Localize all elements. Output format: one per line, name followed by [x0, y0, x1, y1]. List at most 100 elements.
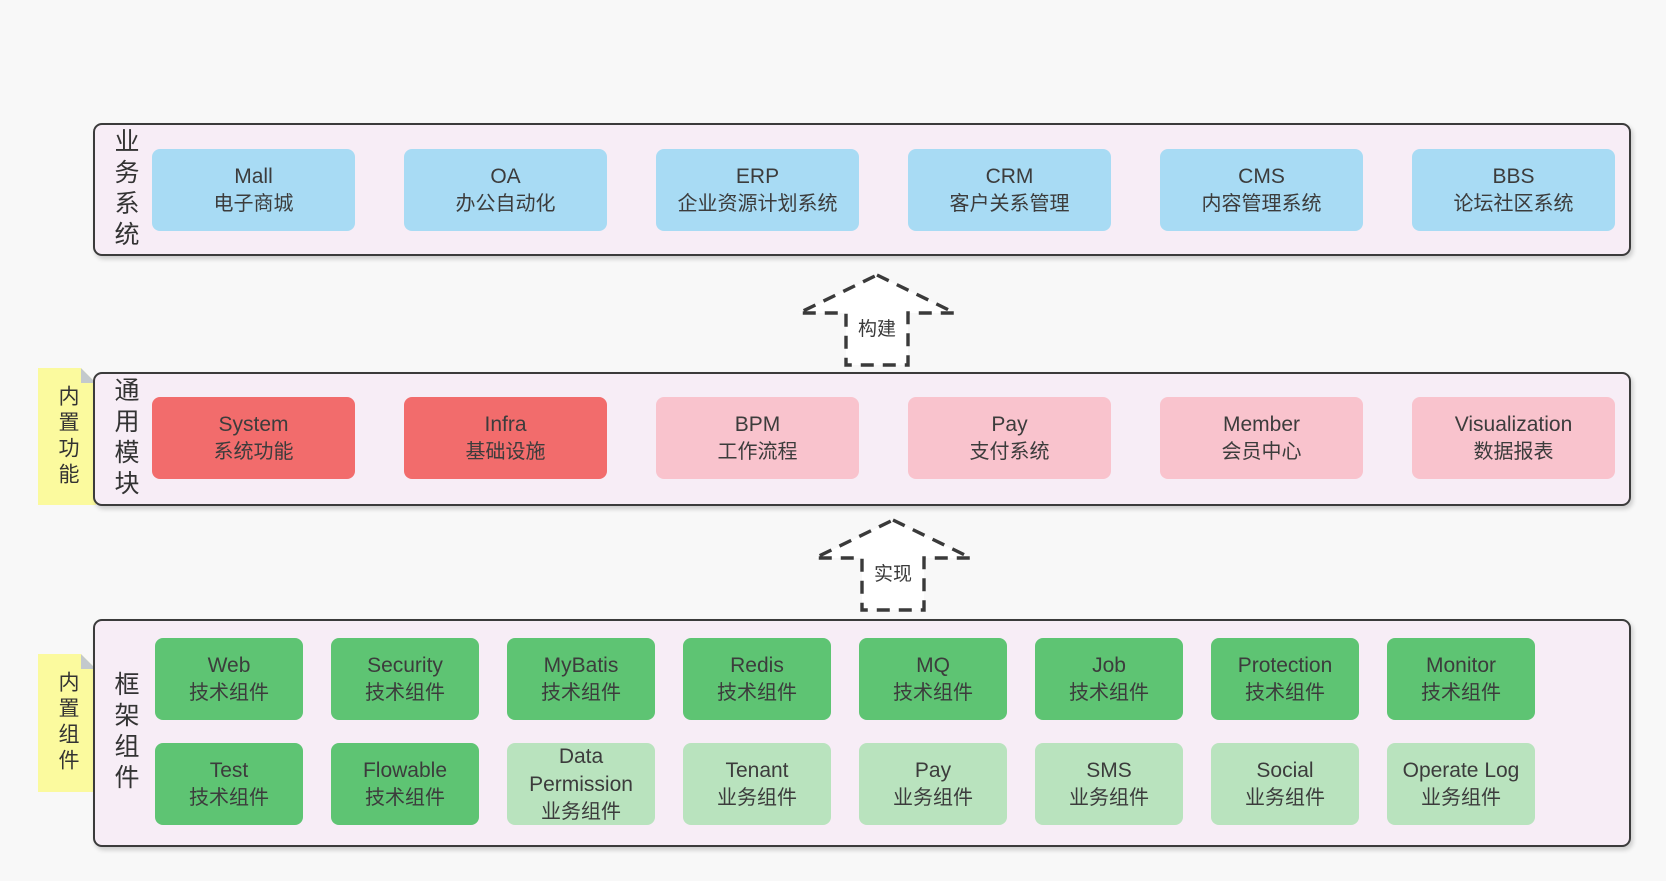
sticky-note-text: 内置组件 — [56, 671, 79, 775]
common-modules-row: System 系统功能 Infra 基础设施 BPM 工作流程 Pay 支付系统… — [152, 397, 1615, 479]
box-member: Member 会员中心 — [1160, 397, 1363, 479]
box-subtitle: 业务组件 — [717, 786, 797, 809]
box-pay: Pay 支付系统 — [908, 397, 1111, 479]
sticky-note-text: 内置功能 — [56, 384, 79, 489]
box-subtitle: 业务组件 — [1069, 786, 1149, 809]
box-subtitle: 技术组件 — [717, 681, 797, 704]
box-subtitle: 业务组件 — [1421, 786, 1501, 809]
box-title: Social — [1256, 758, 1314, 782]
box-subtitle: 客户关系管理 — [949, 192, 1070, 215]
box-subtitle: 论坛社区系统 — [1453, 192, 1574, 215]
implement-arrow-label: 实现 — [874, 563, 912, 585]
box-subtitle: 技术组件 — [189, 681, 269, 704]
sticky-note-builtin-components: 内置组件 — [38, 654, 96, 792]
box-mall: Mall 电子商城 — [152, 149, 355, 231]
box-title: Test — [209, 758, 249, 782]
box-title: Pay — [991, 412, 1028, 436]
box-title: Redis — [730, 653, 784, 677]
box-title: Data Permission — [529, 745, 633, 796]
business-systems-row: Mall 电子商城 OA 办公自动化 ERP 企业资源计划系统 CRM 客户关系… — [152, 149, 1615, 231]
box-redis: Redis 技术组件 — [683, 638, 831, 720]
box-subtitle: 技术组件 — [189, 786, 269, 809]
box-cms: CMS 内容管理系统 — [1160, 149, 1363, 231]
box-title: System — [218, 412, 289, 436]
box-flowable: Flowable 技术组件 — [331, 743, 479, 825]
layer-business-systems: 业务系统 Mall 电子商城 OA 办公自动化 ERP 企业资源计划系统 CRM… — [93, 123, 1631, 256]
box-operate-log: Operate Log 业务组件 — [1387, 743, 1535, 825]
box-oa: OA 办公自动化 — [404, 149, 607, 231]
implement-arrow-icon: 实现 — [814, 518, 972, 612]
box-tenant: Tenant 业务组件 — [683, 743, 831, 825]
box-title: BBS — [1492, 164, 1535, 188]
box-subtitle: 技术组件 — [365, 681, 445, 704]
box-title: MyBatis — [543, 653, 619, 677]
box-subtitle: 系统功能 — [213, 440, 294, 463]
box-infra: Infra 基础设施 — [404, 397, 607, 479]
box-subtitle: 业务组件 — [893, 786, 973, 809]
box-subtitle: 技术组件 — [365, 786, 445, 809]
box-subtitle: 技术组件 — [1245, 681, 1325, 704]
box-crm: CRM 客户关系管理 — [908, 149, 1111, 231]
box-title: Protection — [1237, 653, 1333, 677]
box-subtitle: 支付系统 — [969, 440, 1050, 463]
box-subtitle: 技术组件 — [1069, 681, 1149, 704]
box-title: Web — [207, 653, 251, 677]
box-subtitle: 会员中心 — [1221, 440, 1302, 463]
box-protection: Protection 技术组件 — [1211, 638, 1359, 720]
box-subtitle: 技术组件 — [541, 681, 621, 704]
box-title: Visualization — [1454, 412, 1573, 436]
box-sms: SMS 业务组件 — [1035, 743, 1183, 825]
box-subtitle: 基础设施 — [465, 440, 546, 463]
box-title: Infra — [484, 412, 527, 436]
box-job: Job 技术组件 — [1035, 638, 1183, 720]
layer-common-modules: 通用模块 System 系统功能 Infra 基础设施 BPM 工作流程 Pay… — [93, 372, 1631, 506]
box-title: Operate Log — [1402, 758, 1520, 782]
box-subtitle: 内容管理系统 — [1201, 192, 1322, 215]
box-monitor: Monitor 技术组件 — [1387, 638, 1535, 720]
box-subtitle: 数据报表 — [1473, 440, 1554, 463]
box-title: OA — [490, 164, 521, 188]
box-subtitle: 业务组件 — [1245, 786, 1325, 809]
box-title: CRM — [985, 164, 1034, 188]
box-subtitle: 业务组件 — [541, 800, 621, 823]
box-visualization: Visualization 数据报表 — [1412, 397, 1615, 479]
sticky-note-builtin-features: 内置功能 — [38, 368, 96, 505]
layer-label-common-modules: 通用模块 — [111, 377, 139, 501]
box-title: Monitor — [1425, 653, 1497, 677]
box-subtitle: 技术组件 — [1421, 681, 1501, 704]
layer-framework-components: 框架组件 Web 技术组件 Security 技术组件 MyBatis 技术组件… — [93, 619, 1631, 847]
layer-label-framework-components: 框架组件 — [111, 671, 139, 795]
box-title: SMS — [1086, 758, 1132, 782]
box-title: Tenant — [725, 758, 789, 782]
box-test: Test 技术组件 — [155, 743, 303, 825]
framework-components-row-2: Test 技术组件 Flowable 技术组件 Data Permission … — [155, 743, 1535, 825]
box-title: Job — [1092, 653, 1126, 677]
box-system: System 系统功能 — [152, 397, 355, 479]
box-mybatis: MyBatis 技术组件 — [507, 638, 655, 720]
box-web: Web 技术组件 — [155, 638, 303, 720]
box-title: BPM — [734, 412, 781, 436]
box-subtitle: 企业资源计划系统 — [677, 192, 838, 215]
box-social: Social 业务组件 — [1211, 743, 1359, 825]
build-arrow-label: 构建 — [858, 318, 896, 340]
box-pay-business: Pay 业务组件 — [859, 743, 1007, 825]
box-title: Mall — [234, 164, 273, 188]
box-subtitle: 办公自动化 — [455, 192, 556, 215]
box-title: Pay — [914, 758, 952, 782]
framework-components-row-1: Web 技术组件 Security 技术组件 MyBatis 技术组件 Redi… — [155, 638, 1535, 720]
box-data-permission: Data Permission 业务组件 — [507, 743, 655, 825]
build-arrow-icon: 构建 — [798, 273, 956, 367]
layer-label-business-systems: 业务系统 — [111, 127, 139, 252]
box-bbs: BBS 论坛社区系统 — [1412, 149, 1615, 231]
box-subtitle: 电子商城 — [213, 192, 294, 215]
box-erp: ERP 企业资源计划系统 — [656, 149, 859, 231]
box-title: Security — [367, 653, 443, 677]
box-title: CMS — [1238, 164, 1285, 188]
box-subtitle: 技术组件 — [893, 681, 973, 704]
box-bpm: BPM 工作流程 — [656, 397, 859, 479]
box-title: MQ — [916, 653, 950, 677]
box-subtitle: 工作流程 — [717, 440, 798, 463]
box-security: Security 技术组件 — [331, 638, 479, 720]
box-title: ERP — [735, 164, 780, 188]
